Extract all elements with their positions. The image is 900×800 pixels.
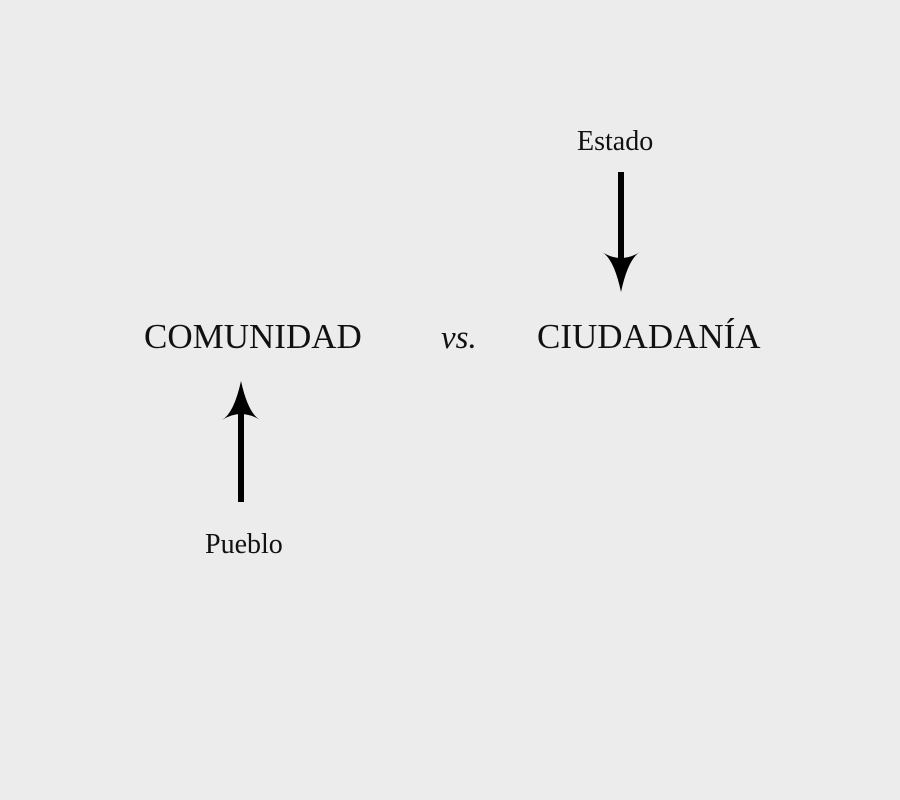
versus-label: vs.	[441, 320, 477, 356]
arrow-down-icon	[602, 172, 640, 292]
pueblo-label: Pueblo	[205, 529, 283, 560]
comunidad-term: COMUNIDAD	[144, 317, 362, 356]
ciudadania-term: CIUDADANÍA	[537, 317, 761, 356]
arrow-up-icon	[222, 381, 260, 502]
estado-label: Estado	[577, 126, 654, 157]
